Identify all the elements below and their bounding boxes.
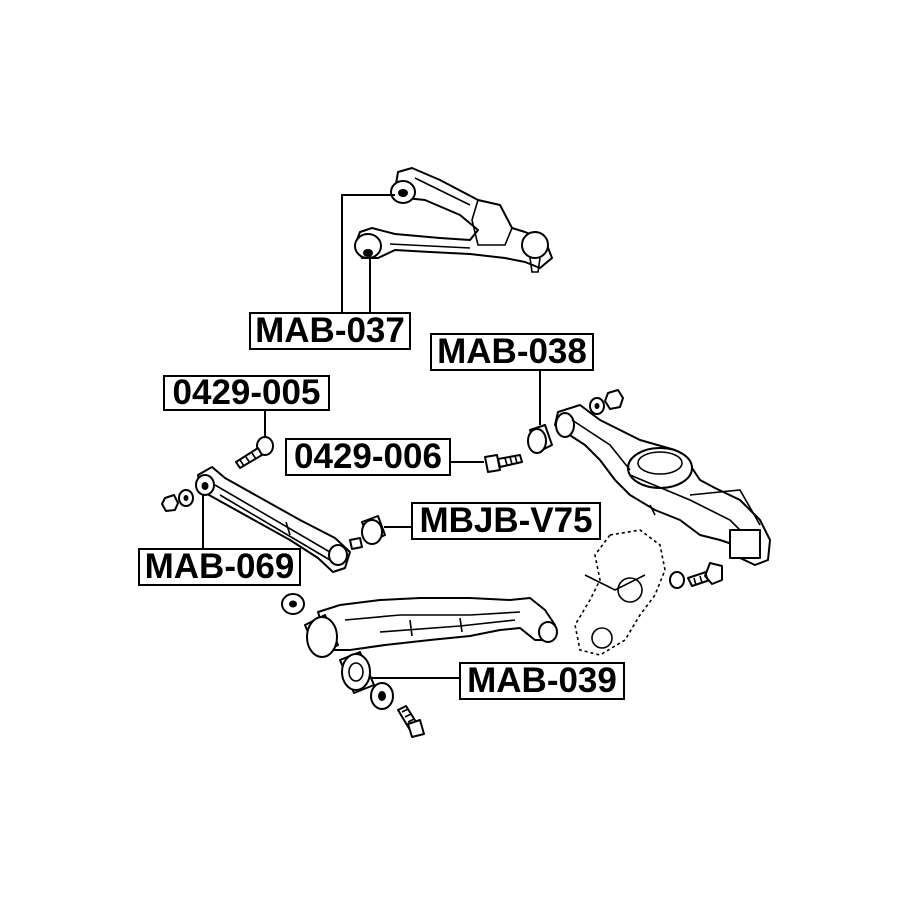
bolt-0429-005 bbox=[235, 436, 274, 469]
washer-lower-top bbox=[281, 593, 305, 615]
bolt-knuckle bbox=[669, 562, 723, 589]
leader-mab-037-a bbox=[341, 194, 395, 312]
label-mab-037: MAB-037 bbox=[249, 312, 411, 350]
upper-control-arm bbox=[354, 167, 553, 273]
label-0429-006: 0429-006 bbox=[285, 438, 451, 476]
lateral-link bbox=[195, 466, 363, 573]
nut-washer-upper-right bbox=[589, 389, 624, 415]
bushing-lower-arm-left bbox=[304, 614, 339, 658]
bushing-mab-038 bbox=[527, 424, 553, 454]
label-mbjb-v75: MBJB-V75 bbox=[411, 502, 601, 540]
trailing-arm bbox=[554, 404, 771, 566]
bolt-lower-arm bbox=[397, 705, 425, 738]
bushing-mab-039 bbox=[339, 651, 375, 694]
ball-joint-mbjb-v75 bbox=[361, 515, 386, 545]
bolt-0429-006 bbox=[484, 454, 523, 473]
label-mab-069: MAB-069 bbox=[138, 548, 301, 586]
nut-washer-left bbox=[161, 489, 194, 512]
washer-lower-bottom bbox=[370, 682, 394, 710]
lower-arm bbox=[317, 597, 558, 651]
label-0429-005: 0429-005 bbox=[163, 375, 330, 411]
label-mab-039: MAB-039 bbox=[459, 662, 625, 700]
label-mab-038: MAB-038 bbox=[430, 333, 594, 371]
steering-knuckle bbox=[574, 529, 666, 656]
